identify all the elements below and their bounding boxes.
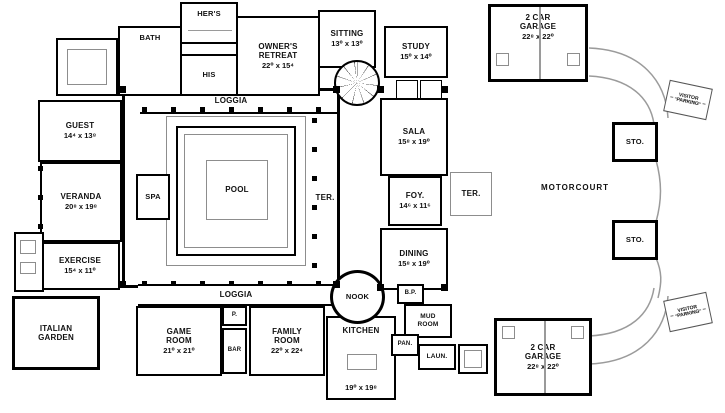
his-label: HIS	[202, 69, 216, 79]
pier	[377, 284, 384, 291]
room-storage-upper: STO.	[612, 122, 658, 162]
storage-upper-label: STO.	[625, 136, 645, 146]
terrace-entry-label: TER.	[461, 189, 481, 199]
loggia-bottom-columns	[142, 281, 330, 286]
veranda-columns	[38, 166, 43, 240]
tub-fixture	[67, 49, 107, 85]
loggia-top: LOGGIA	[181, 94, 281, 108]
pier	[333, 281, 340, 288]
foyer-label: FOY.14⁶ x 11⁶	[399, 191, 431, 210]
garage-storage-box	[502, 326, 515, 339]
side-court	[458, 344, 488, 374]
island-counter	[347, 354, 377, 370]
room-master-tub	[56, 38, 118, 96]
pier	[441, 284, 448, 291]
room-storage-lower: STO.	[612, 220, 658, 260]
kitchen-label: KITCHEN	[342, 326, 380, 335]
room-kitchen: KITCHEN 19⁰ x 19⁸	[326, 316, 396, 400]
room-kitchenette	[14, 232, 44, 292]
storage-lower-label: STO.	[625, 234, 645, 244]
garage-storage-box	[571, 326, 584, 339]
pool-label: POOL	[225, 185, 249, 195]
spa: SPA	[136, 174, 170, 220]
powder-label: P.	[231, 312, 238, 319]
room-his-closet: HIS	[180, 54, 238, 96]
closet-rod	[188, 30, 232, 31]
room-butlers-pantry: B.P.	[397, 284, 424, 304]
hers-label: HER'S	[197, 9, 221, 18]
bar-label: BAR	[227, 347, 242, 354]
garage-divider-line	[544, 321, 546, 393]
laundry-label: LAUN.	[426, 353, 448, 361]
bath-label: BATH	[139, 33, 161, 42]
pier	[377, 86, 384, 93]
garage-storage-box	[567, 53, 580, 66]
motorcourt-label: MOTORCOURT	[540, 183, 610, 193]
courtyard-right-columns	[312, 118, 317, 276]
side-court-inner	[464, 350, 482, 368]
pantry-label: PAN.	[397, 341, 413, 348]
terrace-courtyard-label: TER.	[315, 193, 335, 203]
room-nook: NOOK	[330, 270, 385, 324]
loggia-top-wall	[140, 112, 338, 114]
garage-divider-line	[539, 7, 541, 79]
loggia-top-columns	[142, 107, 334, 112]
room-mud: MUD ROOM	[404, 304, 452, 338]
mud-room-label: MUD ROOM	[417, 313, 439, 328]
room-foyer: FOY.14⁶ x 11⁶	[388, 176, 442, 226]
pier	[119, 86, 126, 93]
butlers-pantry-label: B.P.	[404, 290, 417, 297]
pier	[441, 86, 448, 93]
room-bath: BATH	[118, 26, 182, 96]
garage-storage-box	[496, 53, 509, 66]
room-italian-garden: ITALIAN GARDEN	[12, 296, 100, 370]
italian-garden-label: ITALIAN GARDEN	[38, 323, 74, 342]
spiral-staircase	[334, 60, 380, 106]
room-powder: P.	[222, 306, 247, 326]
room-hers-closet: HER'S	[180, 2, 238, 44]
loggia-bottom-label: LOGGIA	[219, 290, 253, 300]
loggia-bottom: LOGGIA	[138, 284, 334, 306]
pier	[333, 86, 340, 93]
room-pantry: PAN.	[391, 334, 419, 356]
kitchen-dims: 19⁰ x 19⁸	[345, 383, 377, 393]
pool-center-pad: POOL	[206, 160, 268, 220]
spa-label: SPA	[145, 191, 161, 201]
nook-label: NOOK	[345, 291, 370, 301]
counter	[20, 262, 36, 274]
loggia-top-label: LOGGIA	[214, 96, 248, 106]
stove-icon	[20, 240, 36, 254]
terrace-entry: TER.	[450, 172, 492, 216]
motorcourt: MOTORCOURT	[515, 181, 635, 195]
terrace-courtyard: TER.	[312, 192, 338, 204]
room-bar: BAR	[222, 328, 247, 374]
pier	[119, 281, 126, 288]
room-laundry: LAUN.	[418, 344, 456, 370]
